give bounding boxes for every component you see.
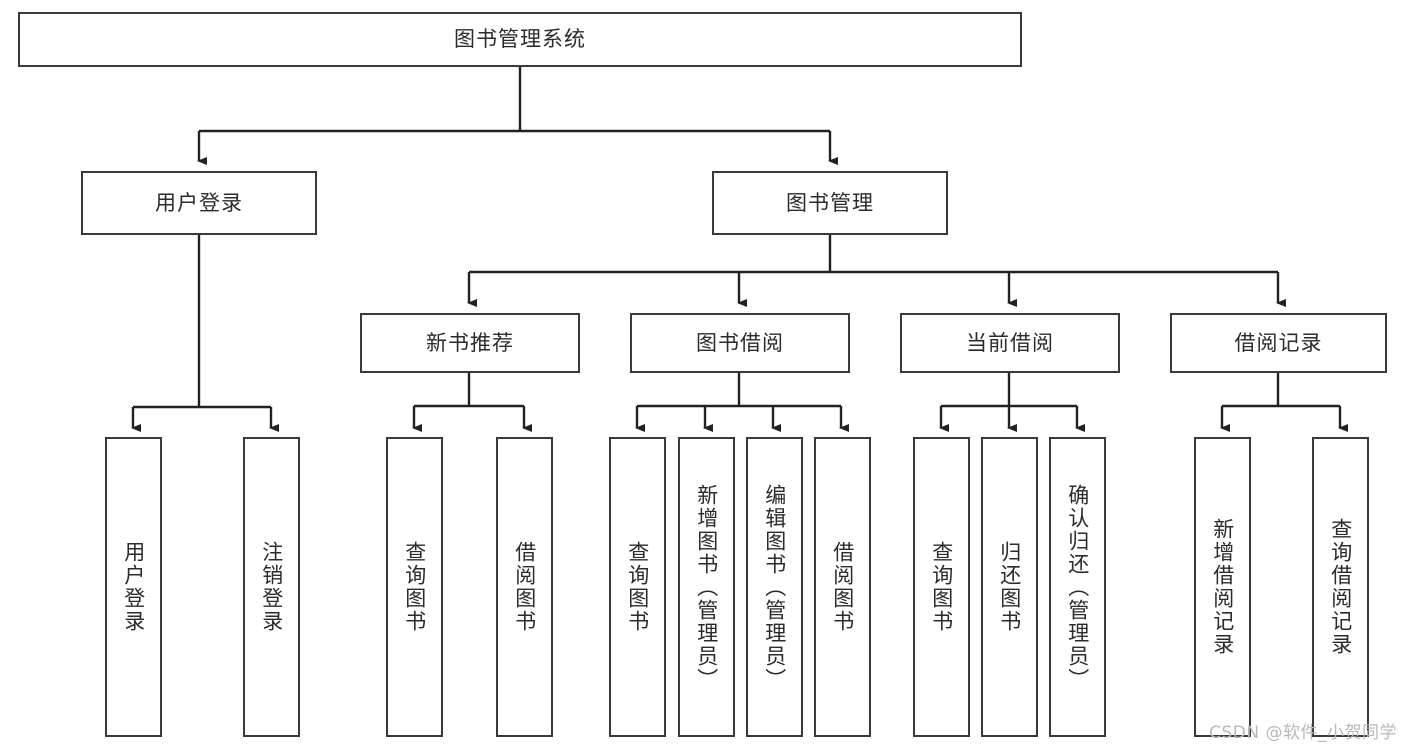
node-label: 查询图书: [402, 541, 427, 633]
node-book-management[interactable]: 图书管理: [712, 171, 948, 235]
leaf-return-book[interactable]: 归还图书: [981, 437, 1038, 737]
leaf-add-borrow-record[interactable]: 新增借阅记录: [1194, 437, 1251, 737]
node-label: 新增借阅记录: [1210, 518, 1235, 656]
node-label: 查询借阅记录: [1328, 518, 1353, 656]
leaf-query-book-recommend[interactable]: 查询图书: [386, 437, 443, 737]
node-label: 图书管理: [786, 190, 874, 215]
node-current-borrow[interactable]: 当前借阅: [900, 313, 1120, 373]
node-borrow-record[interactable]: 借阅记录: [1170, 313, 1387, 373]
node-label: 借阅图书: [830, 541, 855, 633]
node-label: 编辑图书（管理员）: [762, 483, 787, 691]
node-label: 用户登录: [121, 541, 146, 633]
node-new-book-recommend[interactable]: 新书推荐: [360, 313, 580, 373]
leaf-edit-book-admin[interactable]: 编辑图书（管理员）: [746, 437, 803, 737]
leaf-confirm-return-admin[interactable]: 确认归还（管理员）: [1049, 437, 1106, 737]
node-label: 新书推荐: [426, 330, 514, 355]
node-label: 图书管理系统: [454, 27, 586, 52]
node-label: 用户登录: [155, 190, 243, 215]
leaf-logout[interactable]: 注销登录: [243, 437, 300, 737]
watermark-text: CSDN @软件_小贺同学: [1209, 723, 1397, 743]
node-book-borrow[interactable]: 图书借阅: [630, 313, 850, 373]
node-label: 当前借阅: [966, 330, 1054, 355]
node-label: 确认归还（管理员）: [1065, 483, 1090, 691]
leaf-query-book-current[interactable]: 查询图书: [913, 437, 970, 737]
node-label: 借阅记录: [1234, 330, 1323, 355]
node-label: 新增图书（管理员）: [694, 483, 719, 691]
leaf-add-book-admin[interactable]: 新增图书（管理员）: [678, 437, 735, 737]
node-root-system[interactable]: 图书管理系统: [18, 12, 1022, 67]
node-user-login[interactable]: 用户登录: [81, 171, 317, 235]
leaf-borrow-book-recommend[interactable]: 借阅图书: [496, 437, 553, 737]
leaf-borrow-book[interactable]: 借阅图书: [814, 437, 871, 737]
node-label: 借阅图书: [512, 541, 537, 633]
leaf-user-login[interactable]: 用户登录: [105, 437, 162, 737]
node-label: 图书借阅: [696, 330, 784, 355]
node-label: 查询图书: [929, 541, 954, 633]
node-label: 注销登录: [259, 541, 284, 633]
leaf-query-borrow-record[interactable]: 查询借阅记录: [1312, 437, 1369, 737]
node-label: 归还图书: [997, 541, 1022, 633]
node-label: 查询图书: [625, 541, 650, 633]
leaf-query-book-borrow[interactable]: 查询图书: [609, 437, 666, 737]
